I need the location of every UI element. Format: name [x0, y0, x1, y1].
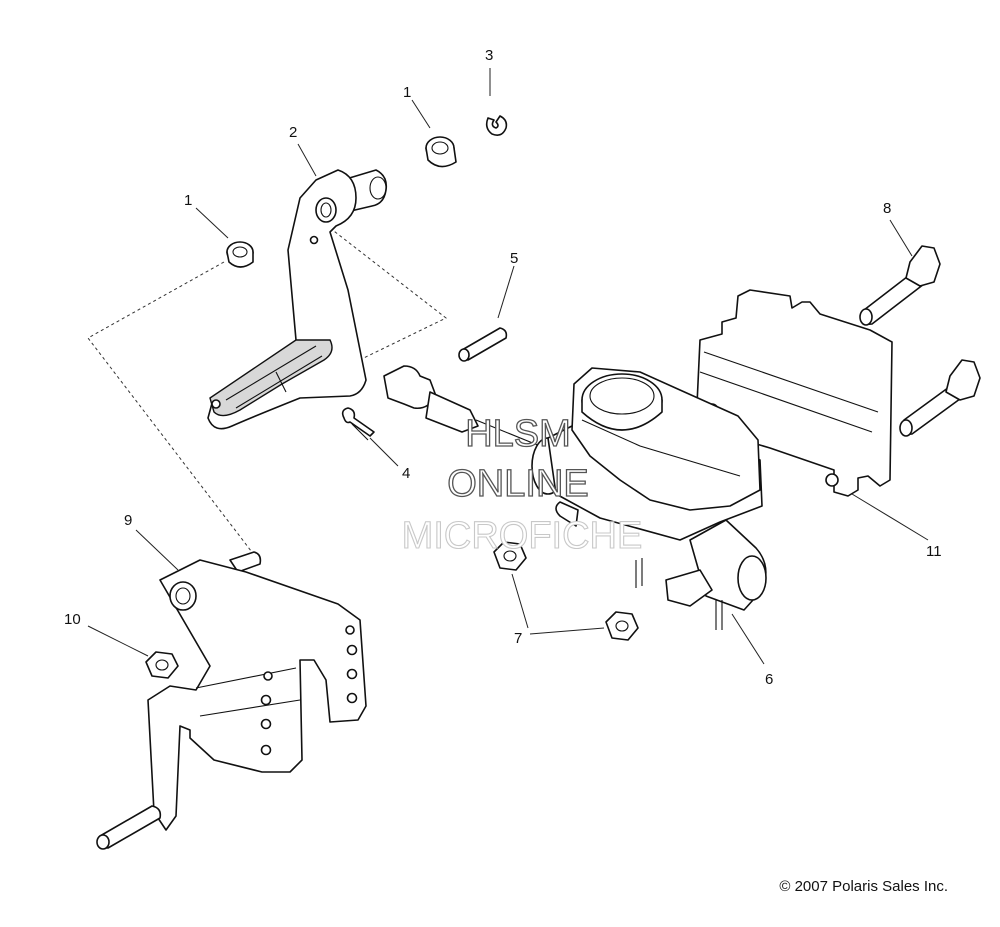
bushing-left — [226, 241, 254, 268]
callout-4: 4 — [402, 465, 410, 482]
watermark: HLSM ONLINE MICROFICHE — [401, 412, 643, 557]
e-clip — [485, 115, 508, 136]
flange-nut-lower — [605, 611, 639, 641]
master-cylinder — [383, 365, 767, 630]
mounting-plate — [695, 289, 893, 497]
clevis-pin — [458, 327, 508, 362]
callout-8: 8 — [883, 200, 891, 217]
flange-nut-left — [145, 651, 179, 679]
watermark-line-3: MICROFICHE — [402, 515, 643, 557]
bushing-upper — [425, 136, 457, 168]
callout-6: 6 — [765, 671, 773, 688]
callout-5: 5 — [510, 250, 518, 267]
bolt-upper — [859, 245, 941, 326]
callout-10: 10 — [64, 611, 81, 628]
assembly-dashed-lines — [87, 227, 447, 561]
bolt-lower — [899, 359, 981, 437]
watermark-line-2: ONLINE — [447, 463, 588, 505]
callout-9: 9 — [124, 512, 132, 529]
callout-7: 7 — [514, 630, 522, 647]
watermark-line-1: HLSM — [465, 413, 571, 455]
callout-1-left: 1 — [184, 192, 192, 209]
flange-nut-upper — [493, 541, 527, 571]
leader-lines — [87, 68, 929, 665]
callout-1-upper: 1 — [403, 84, 411, 101]
callouts: 1 3 2 1 5 4 8 11 9 10 7 6 — [64, 47, 942, 688]
callout-11: 11 — [926, 543, 942, 560]
pedal-bracket — [96, 551, 367, 850]
callout-3: 3 — [485, 47, 493, 64]
copyright-notice: © 2007 Polaris Sales Inc. — [779, 878, 948, 895]
brake-pedal — [207, 169, 388, 430]
callout-2: 2 — [289, 124, 297, 141]
cotter-pin — [341, 407, 375, 441]
